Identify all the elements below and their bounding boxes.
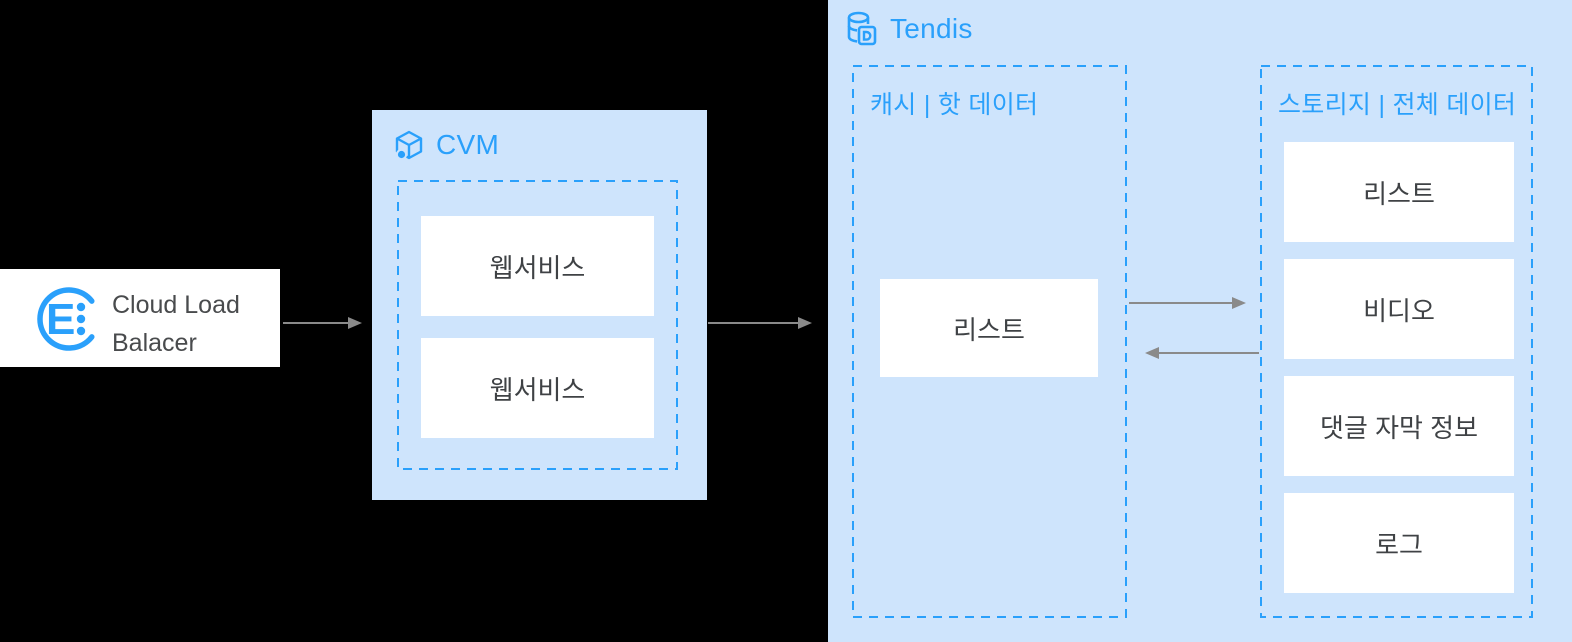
cache-zone: 캐시 | 핫 데이터 리스트	[852, 65, 1127, 618]
cvm-group: CVM 웹서비스 웹서비스	[372, 110, 707, 500]
storage-zone: 스토리지 | 전체 데이터 리스트 비디오 댓글 자막 정보 로그	[1260, 65, 1533, 618]
cvm-cluster-zone: 웹서비스 웹서비스	[397, 180, 678, 470]
tendis-group: Tendis 캐시 | 핫 데이터 리스트 스토리지 | 전체 데이터 리스트 …	[828, 0, 1572, 642]
clb-label: Cloud Load Balacer	[112, 286, 240, 362]
cache-zone-border	[852, 65, 1127, 618]
web-service-box-1: 웹서비스	[421, 216, 654, 316]
tendis-header: Tendis	[845, 11, 973, 47]
storage-zone-label: 스토리지 | 전체 데이터	[1278, 91, 1517, 119]
storage-item-list: 리스트	[1284, 142, 1514, 242]
cache-item-list: 리스트	[880, 279, 1098, 377]
storage-item-log: 로그	[1284, 493, 1514, 593]
tendis-title: Tendis	[890, 13, 973, 44]
web-service-box-2: 웹서비스	[421, 338, 654, 438]
clb-label-line2: Balacer	[112, 329, 197, 357]
tendis-database-icon	[847, 11, 877, 46]
storage-zone-border	[1260, 65, 1533, 618]
load-balancer-icon: E	[37, 287, 95, 351]
storage-item-comment-subtitle: 댓글 자막 정보	[1284, 376, 1514, 476]
cache-zone-label: 캐시 | 핫 데이터	[870, 91, 1039, 119]
svg-text:E: E	[46, 295, 75, 344]
cvm-zone-border	[397, 180, 678, 470]
storage-item-video: 비디오	[1284, 259, 1514, 359]
clb-node: E Cloud Load Balacer	[0, 269, 280, 367]
cvm-cube-icon	[395, 130, 423, 161]
cvm-header: CVM	[393, 129, 499, 161]
cvm-title: CVM	[436, 129, 500, 160]
clb-label-line1: Cloud Load	[112, 291, 240, 319]
